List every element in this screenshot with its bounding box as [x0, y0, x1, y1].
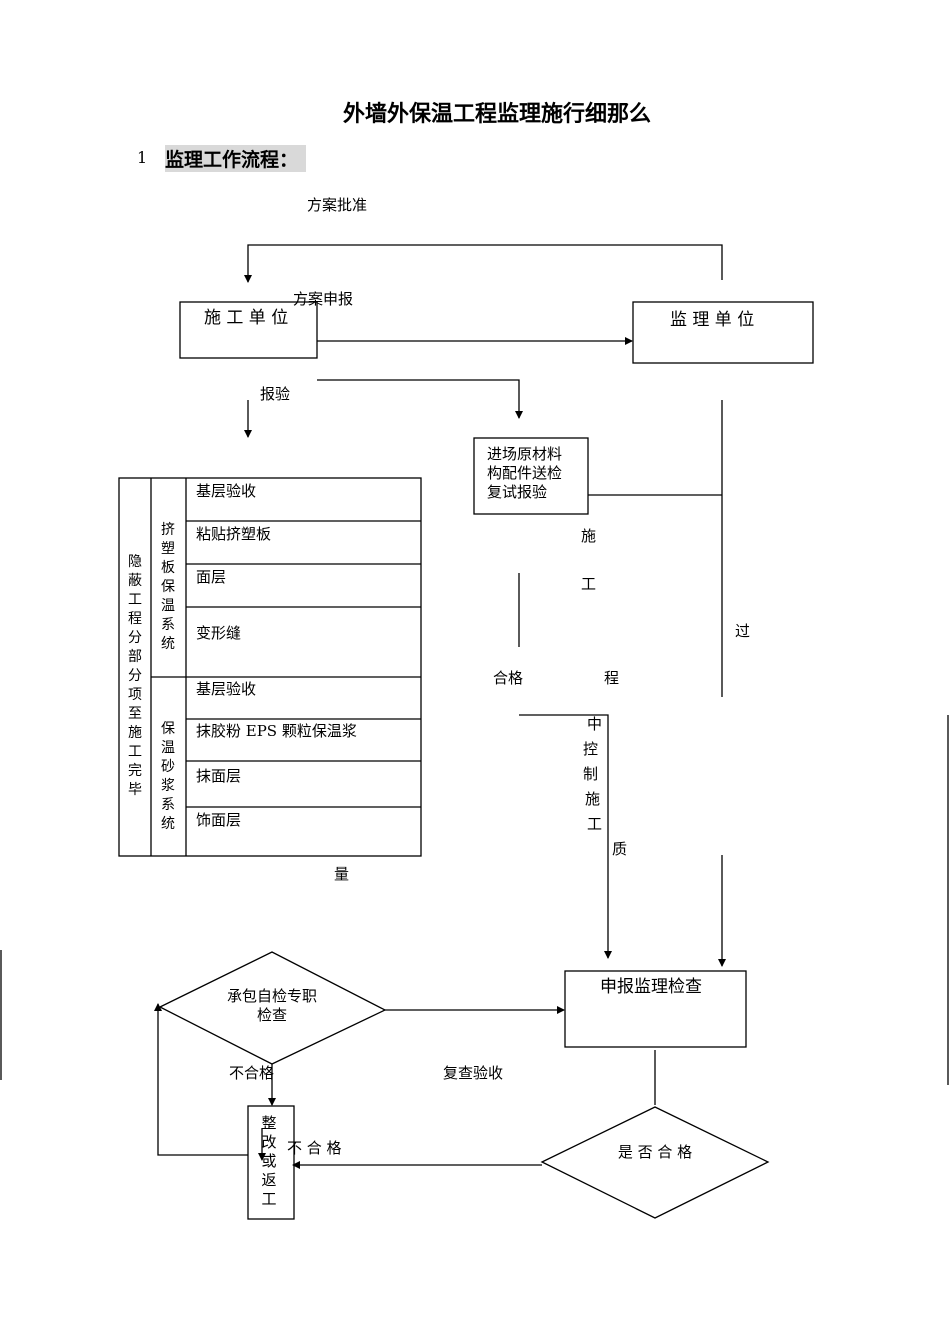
table-cell: 饰面层: [196, 811, 242, 829]
document-title: 外墙外保温工程监理施行细那么: [342, 102, 651, 127]
process-char: 过: [735, 622, 751, 640]
contractor-box: 施 工 单 位: [204, 308, 289, 328]
process-char: 质: [612, 840, 628, 858]
pass-label: 合格: [493, 669, 524, 687]
table-cell: 变形缝: [196, 624, 242, 642]
process-char: 控: [583, 740, 599, 758]
table-cell: 基层验收: [196, 680, 257, 698]
process-char: 工: [581, 575, 597, 593]
supervisor-box-border: [632, 301, 814, 364]
process-char: 工: [587, 815, 603, 833]
materials-line-2: 构配件送检: [487, 464, 563, 482]
submit-label: 方案申报: [293, 290, 354, 308]
contractor-box-border: [179, 301, 318, 359]
table-cell: 面层: [196, 568, 227, 586]
table-cell: 抹胶粉 EPS 颗粒保温浆: [196, 722, 357, 740]
self-check-diamond: 承包自检专职检查: [226, 987, 317, 1024]
report-box: 申报监理检查: [600, 977, 702, 997]
supervisor-box: 监 理 单 位: [670, 310, 755, 330]
table-group-label: 保温砂浆系统: [161, 721, 175, 832]
table-outer-label: 隐蔽工程分部分项至施工完毕: [128, 554, 142, 798]
process-char: 量: [334, 865, 350, 883]
pass-diamond-shape: [540, 1106, 770, 1219]
table-cell: 粘贴挤塑板: [196, 525, 272, 543]
materials-box-border: [473, 437, 589, 515]
process-char: 程: [604, 669, 620, 687]
rework-box: 整改或返工: [261, 1114, 277, 1208]
rework-box-border: [247, 1105, 295, 1220]
section-heading: 监理工作流程：: [165, 145, 307, 172]
materials-line-1: 进场原材料: [487, 445, 563, 463]
process-char: 施: [585, 790, 601, 808]
table-cell: 抹面层: [196, 767, 242, 785]
section-number: 1: [137, 148, 148, 167]
materials-line-3: 复试报验: [487, 483, 548, 501]
inspection-label: 报验: [260, 385, 291, 403]
table-group-label: 挤塑板保温系统: [161, 522, 175, 652]
fail-label-2: 不 合 格: [287, 1139, 342, 1157]
approval-arrow: [244, 244, 723, 283]
recheck-label: 复查验收: [443, 1064, 504, 1082]
approval-label: 方案批准: [307, 196, 368, 214]
fail-label-1: 不合格: [229, 1064, 275, 1082]
process-char: 制: [583, 765, 599, 783]
report-box-border: [564, 970, 747, 1048]
table-cell: 基层验收: [196, 482, 257, 500]
process-char: 施: [581, 527, 597, 545]
pass-diamond: 是 否 合 格: [617, 1143, 693, 1161]
process-char: 中: [587, 715, 603, 733]
